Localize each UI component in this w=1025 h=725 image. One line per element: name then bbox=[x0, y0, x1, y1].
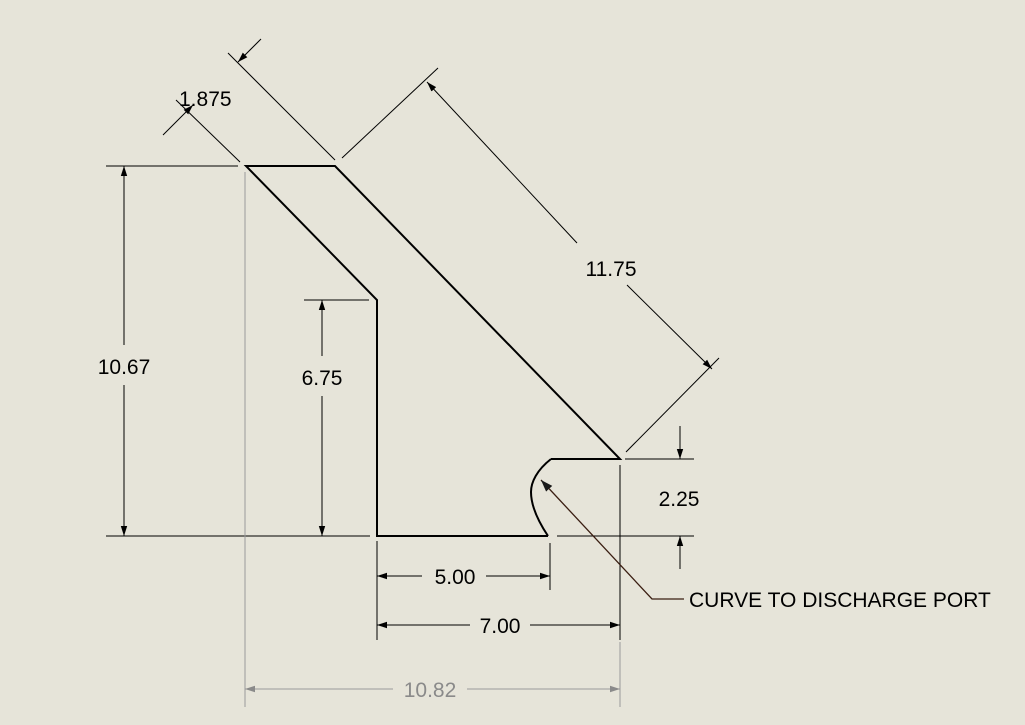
dimension-10-67[interactable]: 10.67 bbox=[98, 165, 370, 537]
dimension-10-82-value: 10.82 bbox=[404, 679, 457, 702]
dimension-11-75-value: 11.75 bbox=[586, 258, 637, 281]
dimension-7-00-value: 7.00 bbox=[480, 615, 521, 638]
dimension-7-00[interactable]: 7.00 bbox=[377, 465, 621, 640]
dimension-2-25[interactable]: 2.25 bbox=[557, 426, 699, 569]
part-profile bbox=[243, 165, 623, 537]
dimension-6-75[interactable]: 6.75 bbox=[302, 299, 369, 536]
dimension-11-75[interactable]: 11.75 bbox=[341, 67, 720, 453]
discharge-port-curve bbox=[529, 458, 552, 537]
dimension-5-00-value: 5.00 bbox=[435, 566, 476, 589]
dimension-10-82[interactable]: 10.82 bbox=[244, 172, 621, 707]
part-outline bbox=[243, 165, 623, 537]
dimension-10-67-value: 10.67 bbox=[98, 356, 151, 379]
dimension-6-75-value: 6.75 bbox=[302, 367, 343, 390]
discharge-port-note-label: CURVE TO DISCHARGE PORT bbox=[689, 589, 991, 612]
discharge-port-note[interactable]: CURVE TO DISCHARGE PORT bbox=[540, 479, 991, 612]
dimension-1-875-value: 1.875 bbox=[179, 88, 232, 111]
dimension-2-25-value: 2.25 bbox=[659, 488, 700, 511]
dimension-1-875[interactable]: 1.875 bbox=[162, 38, 336, 163]
